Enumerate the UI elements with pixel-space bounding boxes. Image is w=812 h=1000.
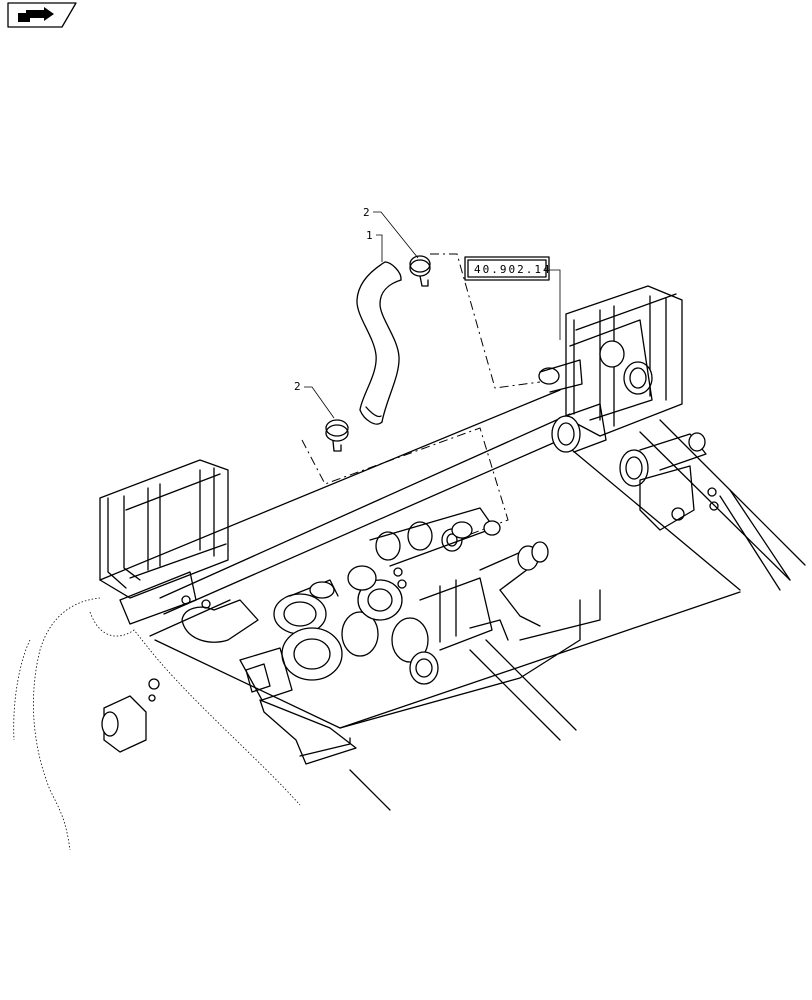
assembly-leader-lines [301,253,541,541]
boom-frame [99,389,806,811]
page-forward-icon[interactable] [7,2,77,28]
callout-item-2-top: 2 [363,206,419,259]
svg-text:40.902.14: 40.902.14 [474,263,552,276]
hose-part [356,261,402,425]
callout-item-2-bottom: 2 [294,380,335,419]
svg-text:2: 2 [363,206,370,219]
lower-left-fitting [101,678,160,753]
central-valve-cluster [181,507,549,765]
svg-text:2: 2 [294,380,301,393]
tank-outline [13,597,301,851]
right-valve-manifold [538,319,719,531]
reference-label-box[interactable]: 40.902.14 [464,256,561,340]
left-mounting-bracket [99,459,229,625]
svg-text:1: 1 [366,229,373,242]
hose-clamp-bottom [325,419,349,452]
callout-item-1: 1 [366,229,383,262]
hose-clamp-top [409,255,431,287]
right-mounting-bracket [565,285,683,437]
